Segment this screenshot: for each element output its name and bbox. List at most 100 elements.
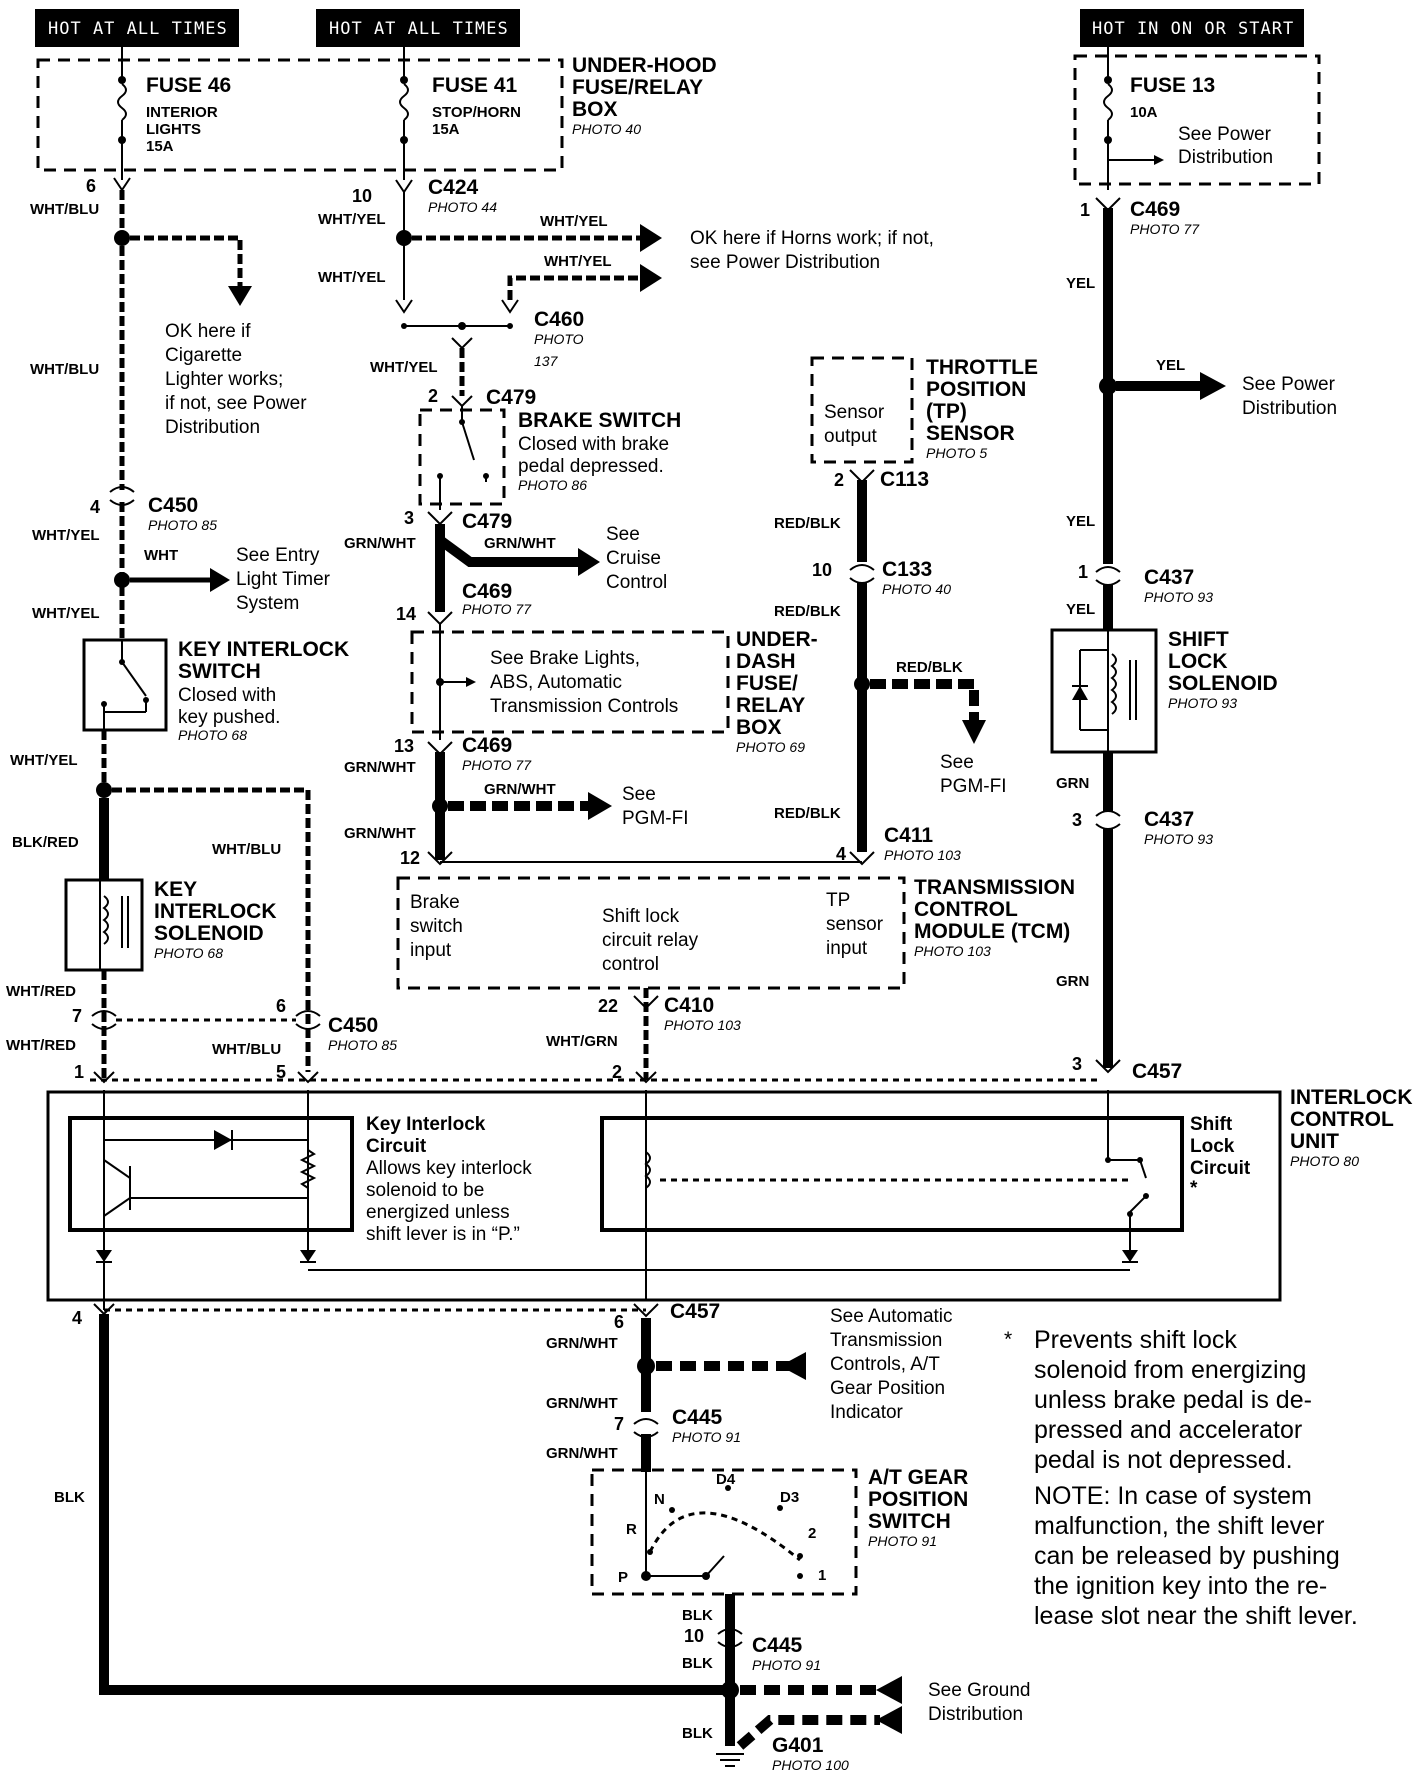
svg-text:YEL: YEL	[1156, 357, 1185, 374]
svg-text:2: 2	[612, 1062, 622, 1082]
svg-text:WHT/YEL: WHT/YEL	[32, 527, 100, 544]
at-transmission-controls-note: See Automatic Transmission Controls, A/T…	[830, 1306, 953, 1423]
header-hot-in-on-or-start: HOT IN ON OR START	[1080, 9, 1304, 47]
svg-text:Allows key interlock: Allows key interlock	[366, 1158, 532, 1179]
svg-text:CONTROL: CONTROL	[1290, 1108, 1394, 1131]
svg-text:PHOTO 80: PHOTO 80	[1290, 1153, 1359, 1169]
svg-text:POSITION: POSITION	[868, 1488, 968, 1511]
svg-text:See: See	[940, 752, 974, 773]
svg-text:YEL: YEL	[1066, 275, 1095, 292]
fuse-41: FUSE 41 STOP/HORN 15A	[399, 47, 521, 180]
ground-distribution-note: See Ground Distribution	[928, 1680, 1030, 1725]
svg-text:1: 1	[818, 1567, 826, 1584]
svg-text:C469: C469	[462, 580, 512, 603]
bottom-blk-wire: 4 BLK	[54, 1303, 730, 1695]
svg-text:control: control	[602, 954, 659, 975]
svg-text:CONTROL: CONTROL	[914, 898, 1018, 921]
svg-text:PGM-FI: PGM-FI	[940, 776, 1007, 797]
wht-grn-wire: 22 C410 PHOTO 103 WHT/GRN 2	[546, 988, 741, 1082]
svg-text:Transmission: Transmission	[830, 1330, 942, 1351]
horns-note: OK here if Horns work; if not, see Power…	[690, 228, 934, 273]
svg-text:R: R	[626, 1521, 637, 1538]
svg-text:C437: C437	[1144, 566, 1194, 589]
at-gear-position-switch: P R N D4 D3 2 1 A/T GEAR POSITION SWITCH…	[590, 1466, 968, 1596]
svg-text:Lock: Lock	[1190, 1136, 1235, 1157]
svg-text:HOT AT ALL TIMES: HOT AT ALL TIMES	[329, 19, 509, 39]
svg-text:RED/BLK: RED/BLK	[896, 659, 963, 676]
svg-text:See Automatic: See Automatic	[830, 1306, 953, 1327]
header-hot-at-all-times-2: HOT AT ALL TIMES	[316, 9, 520, 47]
svg-text:C410: C410	[664, 994, 714, 1017]
right-grn-wire: GRN 3 C437 PHOTO 93 GRN 3 C457	[1056, 752, 1213, 1083]
svg-text:*: *	[1190, 1178, 1198, 1199]
svg-text:SOLENOID: SOLENOID	[1168, 672, 1278, 695]
svg-text:C460: C460	[534, 308, 584, 331]
svg-text:GRN/WHT: GRN/WHT	[484, 535, 556, 552]
pgm-fi-note-1: See PGM-FI	[622, 784, 689, 829]
svg-text:C445: C445	[672, 1406, 723, 1429]
svg-text:Prevents shift lock: Prevents shift lock	[1034, 1326, 1237, 1354]
svg-text:FUSE 46: FUSE 46	[146, 74, 231, 97]
svg-text:BLK: BLK	[682, 1655, 713, 1672]
svg-text:A/T GEAR: A/T GEAR	[868, 1466, 968, 1489]
under-hood-fuse-relay-box-label: UNDER-HOOD FUSE/RELAY BOX PHOTO 40	[572, 54, 717, 137]
svg-text:6: 6	[276, 996, 286, 1016]
fuse-46: FUSE 46 INTERIOR LIGHTS 15A	[117, 47, 231, 180]
svg-text:GRN: GRN	[1056, 775, 1089, 792]
svg-text:shift lever is in “P.”: shift lever is in “P.”	[366, 1224, 520, 1245]
svg-text:key pushed.: key pushed.	[178, 707, 280, 728]
svg-text:13: 13	[394, 736, 414, 756]
svg-text:C450: C450	[148, 494, 198, 517]
svg-text:INTERLOCK: INTERLOCK	[1290, 1086, 1413, 1109]
svg-text:OK here if Horns work; if not,: OK here if Horns work; if not,	[690, 228, 934, 249]
connector-c424: 10 C424 PHOTO 44 WHT/YEL WHT/YEL WHT/YEL…	[318, 176, 662, 300]
svg-text:See Power: See Power	[1178, 124, 1272, 145]
svg-text:UNDER-HOOD: UNDER-HOOD	[572, 54, 717, 77]
svg-text:LOCK: LOCK	[1168, 650, 1228, 673]
svg-text:BLK: BLK	[54, 1489, 85, 1506]
svg-text:DASH: DASH	[736, 650, 796, 673]
svg-text:D3: D3	[780, 1489, 799, 1506]
svg-text:lease slot near the shift leve: lease slot near the shift lever.	[1034, 1602, 1358, 1630]
svg-text:PHOTO 103: PHOTO 103	[884, 847, 961, 863]
svg-text:WHT/YEL: WHT/YEL	[370, 359, 438, 376]
footnote: * Prevents shift lock solenoid from ener…	[1004, 1326, 1358, 1630]
svg-text:See Brake Lights,: See Brake Lights,	[490, 648, 640, 669]
svg-text:TP: TP	[826, 890, 850, 911]
svg-text:4: 4	[90, 497, 100, 517]
svg-text:BOX: BOX	[572, 98, 618, 121]
svg-text:C457: C457	[670, 1300, 720, 1323]
svg-text:energized unless: energized unless	[366, 1202, 510, 1223]
svg-text:MODULE (TCM): MODULE (TCM)	[914, 920, 1070, 943]
svg-text:UNDER-: UNDER-	[736, 628, 818, 651]
svg-text:LIGHTS: LIGHTS	[146, 121, 201, 138]
svg-text:the ignition key into the re-: the ignition key into the re-	[1034, 1572, 1327, 1600]
svg-text:137: 137	[534, 353, 559, 369]
svg-text:Distribution: Distribution	[1178, 147, 1273, 168]
left-wht-red-wire: WHT/RED 7 6 C450 PHOTO 85 WHT/RED WHT/BL…	[6, 970, 397, 1082]
key-interlock-solenoid: KEY INTERLOCK SOLENOID PHOTO 68	[64, 878, 277, 972]
svg-text:Distribution: Distribution	[1242, 398, 1337, 419]
svg-text:BLK: BLK	[682, 1725, 713, 1742]
svg-text:Gear Position: Gear Position	[830, 1378, 945, 1399]
svg-text:14: 14	[396, 604, 416, 624]
svg-text:pedal depressed.: pedal depressed.	[518, 456, 664, 477]
svg-text:WHT/BLU: WHT/BLU	[30, 361, 99, 378]
svg-text:Cigarette: Cigarette	[165, 345, 242, 366]
svg-text:INTERLOCK: INTERLOCK	[154, 900, 277, 923]
svg-text:Brake: Brake	[410, 892, 460, 913]
svg-text:C479: C479	[462, 510, 512, 533]
svg-text:System: System	[236, 593, 299, 614]
svg-text:sensor: sensor	[826, 914, 884, 935]
svg-text:if not, see Power: if not, see Power	[165, 393, 307, 414]
svg-text:BLK: BLK	[682, 1607, 713, 1624]
svg-text:PHOTO 100: PHOTO 100	[772, 1757, 849, 1773]
svg-text:PHOTO 93: PHOTO 93	[1168, 695, 1237, 711]
svg-text:PHOTO 77: PHOTO 77	[1130, 221, 1200, 237]
svg-text:WHT/RED: WHT/RED	[6, 1037, 76, 1054]
svg-text:PHOTO 93: PHOTO 93	[1144, 831, 1213, 847]
interlock-control-unit-outline	[46, 1090, 1282, 1302]
svg-text:SHIFT: SHIFT	[1168, 628, 1229, 651]
svg-text:C411: C411	[884, 824, 933, 847]
